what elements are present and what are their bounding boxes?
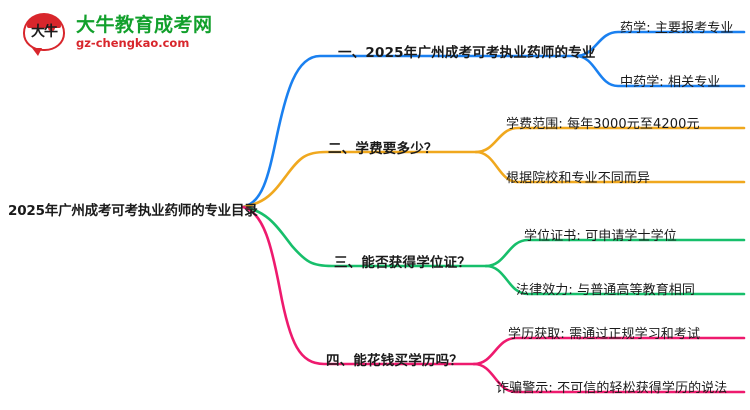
leaf-node-2-2[interactable]: 根据院校和专业不同而异 bbox=[506, 171, 651, 186]
leaf-node-3-1[interactable]: 学位证书: 可申请学士学位 bbox=[524, 229, 677, 244]
branch-3-trunk bbox=[241, 205, 488, 268]
speech-bubble-logo-icon: 大牛 bbox=[22, 11, 68, 56]
branch-2-child-1-link bbox=[474, 126, 746, 154]
branch-3-child-2-link bbox=[484, 264, 746, 296]
site-logo[interactable]: 大牛 大牛教育成考网 gz-chengkao.com bbox=[22, 8, 242, 58]
logo-site-name: 大牛教育成考网 bbox=[76, 14, 213, 37]
mindmap-root-node[interactable]: 2025年广州成考可考执业药师的专业目录 bbox=[8, 203, 258, 219]
logo-site-url: gz-chengkao.com bbox=[76, 36, 190, 51]
branch-node-4[interactable]: 四、能花钱买学历吗？ bbox=[326, 353, 463, 369]
branch-node-3[interactable]: 三、能否获得学位证？ bbox=[334, 255, 471, 271]
leaf-node-1-2[interactable]: 中药学: 相关专业 bbox=[620, 75, 721, 90]
branch-1-trunk bbox=[241, 54, 578, 209]
leaf-node-2-1[interactable]: 学费范围: 每年3000元至4200元 bbox=[506, 117, 700, 132]
logo-cap-dot bbox=[48, 20, 55, 31]
logo-bubble-tail bbox=[32, 48, 42, 56]
branch-4-trunk bbox=[241, 205, 476, 366]
branch-1-child-1-link bbox=[574, 30, 746, 58]
leaf-node-1-1[interactable]: 药学: 主要报考专业 bbox=[620, 21, 734, 36]
branch-3-child-1-link bbox=[484, 238, 746, 268]
branch-2-child-2-link bbox=[474, 150, 746, 184]
logo-mark-text: 大牛 bbox=[31, 24, 58, 40]
branch-node-2[interactable]: 二、学费要多少？ bbox=[328, 141, 438, 157]
branch-4-child-2-link bbox=[472, 362, 746, 394]
leaf-node-4-1[interactable]: 学历获取: 需通过正规学习和考试 bbox=[508, 327, 701, 342]
leaf-node-3-2[interactable]: 法律效力: 与普通高等教育相同 bbox=[516, 283, 696, 298]
branch-2-trunk bbox=[241, 150, 478, 209]
branch-node-1[interactable]: 一、2025年广州成考可考执业药师的专业 bbox=[338, 45, 596, 61]
branch-1-child-2-link bbox=[574, 54, 746, 88]
leaf-node-4-2[interactable]: 诈骗警示: 不可信的轻松获得学历的说法 bbox=[496, 381, 728, 396]
logo-wordmark: 大牛教育成考网 gz-chengkao.com bbox=[76, 16, 213, 50]
branch-4-child-1-link bbox=[472, 336, 746, 366]
